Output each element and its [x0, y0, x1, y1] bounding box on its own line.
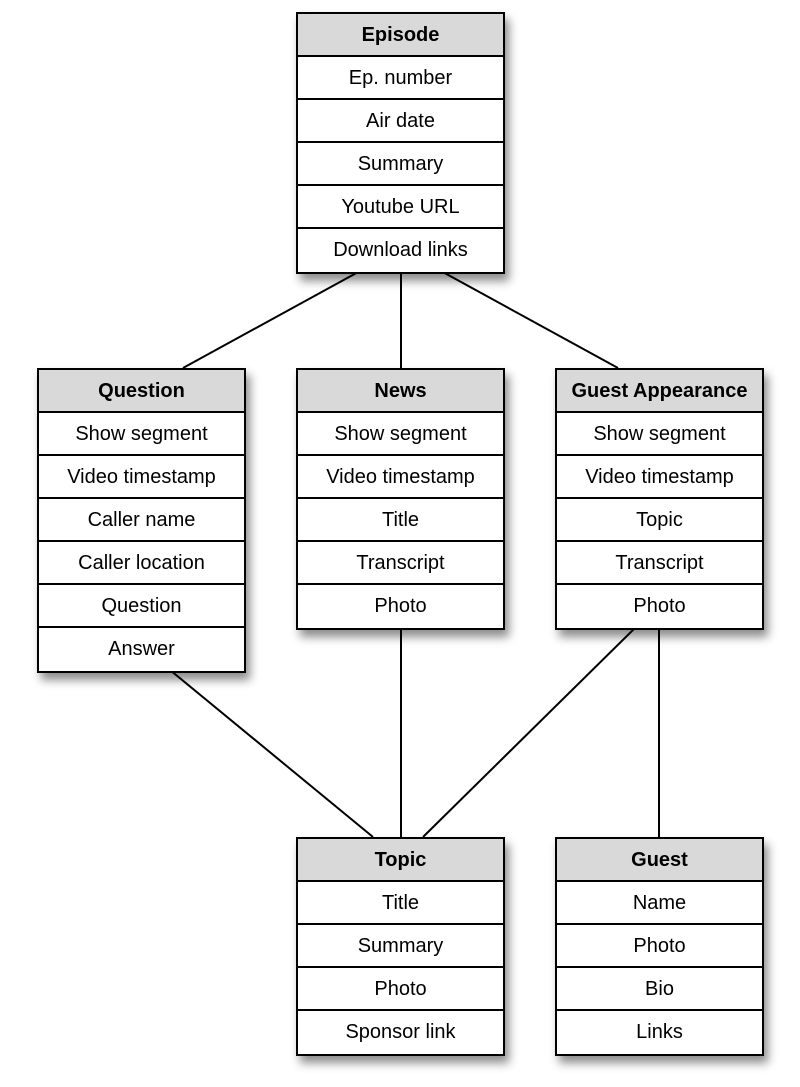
entity-guest: Guest Name Photo Bio Links: [555, 837, 764, 1056]
field-show-segment: Show segment: [39, 413, 244, 456]
field-video-timestamp: Video timestamp: [557, 456, 762, 499]
field-bio: Bio: [557, 968, 762, 1011]
entity-episode-title: Episode: [298, 14, 503, 57]
connector-episode-guest-appearance: [440, 270, 619, 369]
entity-guest-title: Guest: [557, 839, 762, 882]
entity-guest-appearance: Guest Appearance Show segment Video time…: [555, 368, 764, 630]
connector-episode-question: [182, 270, 361, 369]
entity-topic: Topic Title Summary Photo Sponsor link: [296, 837, 505, 1056]
field-question: Question: [39, 585, 244, 628]
field-video-timestamp: Video timestamp: [39, 456, 244, 499]
field-sponsor-link: Sponsor link: [345, 1021, 456, 1043]
field-download-links: Download links: [333, 239, 468, 261]
field-youtube-url: Youtube URL: [298, 186, 503, 229]
field-summary: Summary: [298, 925, 503, 968]
connector-question-topic: [169, 669, 374, 838]
field-answer: Answer: [108, 638, 175, 660]
entity-guest-appearance-title: Guest Appearance: [557, 370, 762, 413]
field-air-date: Air date: [298, 100, 503, 143]
entity-question: Question Show segment Video timestamp Ca…: [37, 368, 246, 673]
field-caller-name: Caller name: [39, 499, 244, 542]
connector-guest-appearance-topic: [422, 626, 637, 838]
field-video-timestamp: Video timestamp: [298, 456, 503, 499]
field-show-segment: Show segment: [298, 413, 503, 456]
field-photo: Photo: [557, 925, 762, 968]
field-title: Title: [298, 882, 503, 925]
field-transcript: Transcript: [557, 542, 762, 585]
field-name: Name: [557, 882, 762, 925]
field-summary: Summary: [298, 143, 503, 186]
entity-question-title: Question: [39, 370, 244, 413]
entity-episode: Episode Ep. number Air date Summary Yout…: [296, 12, 505, 274]
entity-topic-title: Topic: [298, 839, 503, 882]
field-transcript: Transcript: [298, 542, 503, 585]
entity-news-title: News: [298, 370, 503, 413]
field-ep-number: Ep. number: [298, 57, 503, 100]
field-caller-location: Caller location: [39, 542, 244, 585]
field-show-segment: Show segment: [557, 413, 762, 456]
field-links: Links: [636, 1021, 683, 1043]
entity-news: News Show segment Video timestamp Title …: [296, 368, 505, 630]
field-photo: Photo: [633, 595, 686, 617]
field-photo: Photo: [374, 595, 427, 617]
field-photo: Photo: [298, 968, 503, 1011]
field-title: Title: [298, 499, 503, 542]
field-topic: Topic: [557, 499, 762, 542]
